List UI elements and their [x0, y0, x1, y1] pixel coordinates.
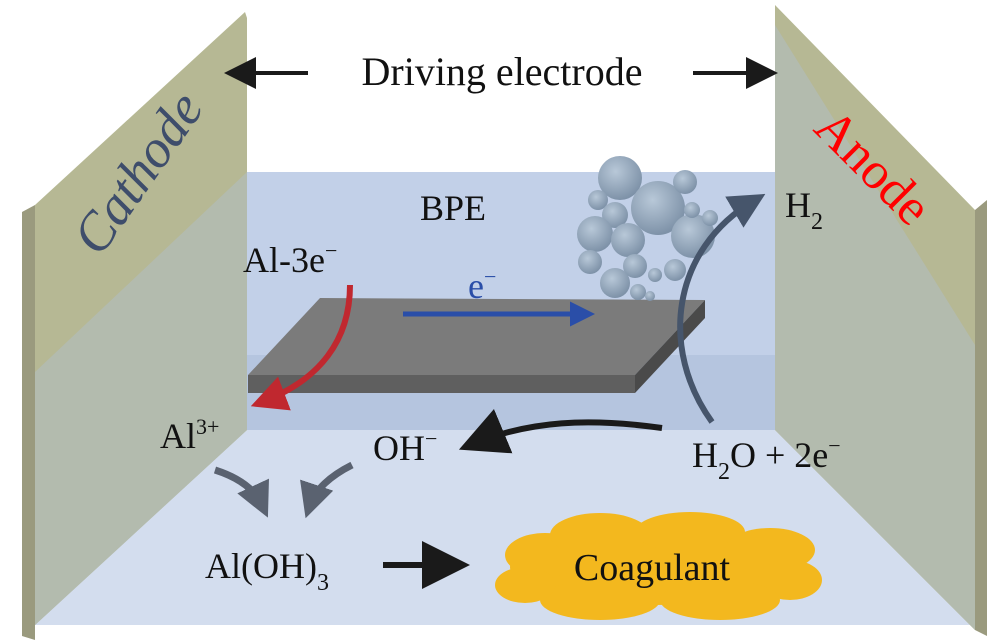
- aloh3-sub: 3: [317, 570, 329, 596]
- hydroxide-arrow: [458, 409, 663, 454]
- cathode-plate: Cathode: [22, 12, 247, 640]
- al-ion-text: Al: [160, 416, 196, 456]
- water-reaction-label: H2O + 2e−: [692, 433, 841, 485]
- hydroxide-label: OH−: [373, 426, 437, 468]
- h2-arrow: [677, 193, 766, 424]
- oxidation-label: Al-3e−: [243, 238, 337, 280]
- oxidation-arrow: [250, 284, 353, 411]
- electron-text: e: [468, 266, 484, 306]
- bpe-label: BPE: [420, 188, 486, 228]
- water-sup: −: [828, 433, 840, 458]
- h2-label: H2: [785, 185, 823, 235]
- water-rest: O + 2e: [730, 435, 828, 475]
- al-ion-to-hydroxide-arrow: [213, 466, 269, 518]
- electron-sup: −: [484, 264, 496, 289]
- water-h: H: [692, 435, 718, 475]
- aloh3-label: Al(OH)3: [205, 546, 329, 596]
- h2-text: H: [785, 185, 811, 225]
- electron-label: e−: [468, 264, 496, 306]
- oxidation-sup: −: [325, 238, 337, 263]
- coagulant-label: Coagulant: [574, 547, 731, 589]
- hydrogen-bubbles: [577, 156, 718, 301]
- water-sub: 2: [718, 459, 730, 485]
- hydroxide-text: OH: [373, 428, 425, 468]
- al-ion-label: Al3+: [160, 414, 219, 456]
- aloh3-text: Al(OH): [205, 546, 317, 586]
- oxidation-text: Al-3e: [243, 240, 325, 280]
- al-ion-sup: 3+: [196, 414, 219, 439]
- coagulant-cloud: [495, 512, 822, 620]
- oh-to-hydroxide-arrow: [300, 461, 354, 519]
- h2-sub: 2: [811, 209, 823, 235]
- hydroxide-sup: −: [425, 426, 437, 451]
- driving-electrode-title: Driving electrode: [362, 49, 643, 94]
